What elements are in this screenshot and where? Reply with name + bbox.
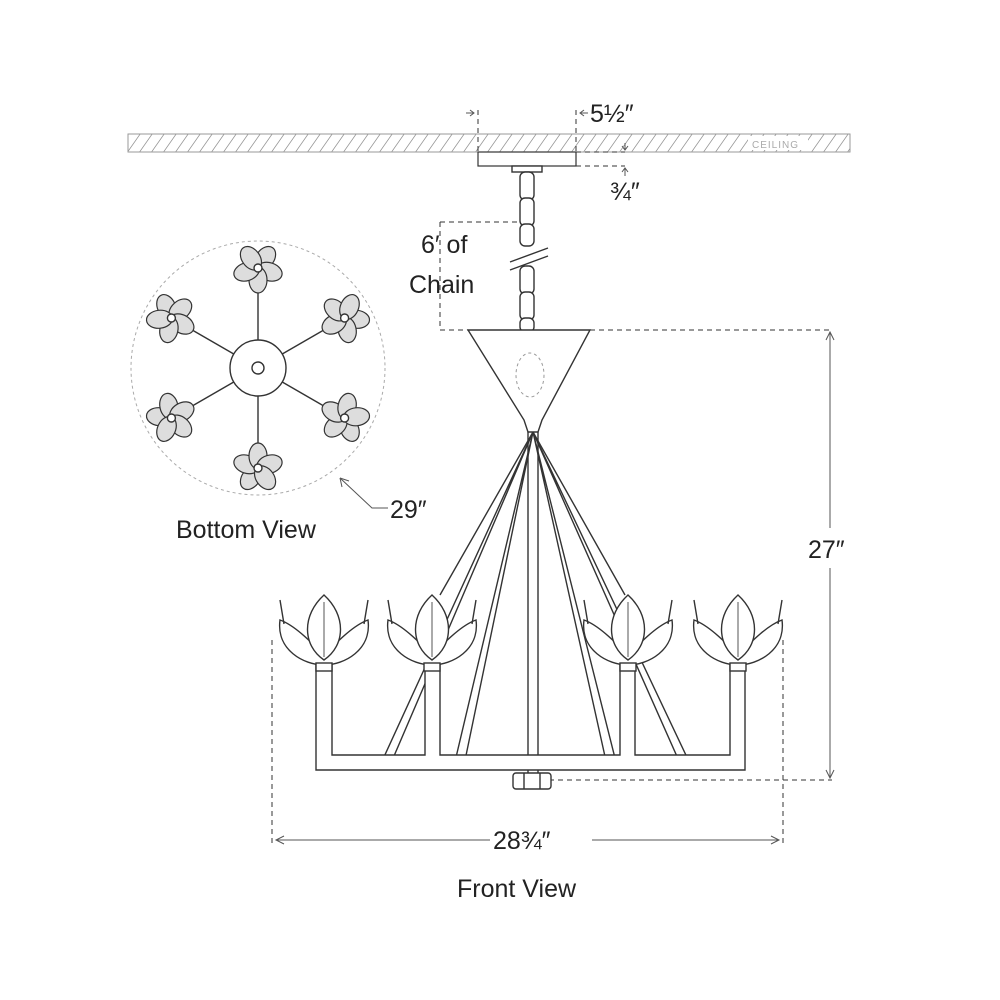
chain [509, 171, 549, 333]
diameter-label: 29″ [390, 496, 427, 524]
tulip-shade [387, 594, 477, 672]
width-label: 28¾″ [493, 827, 551, 855]
bottom-view: 29″ Bottom View [130, 240, 427, 544]
bottom-view-flower [233, 396, 283, 491]
chain-length-dimension: 6′ of Chain [409, 221, 520, 331]
tulip-shades [279, 594, 783, 672]
arms [315, 659, 746, 790]
cone-body [466, 329, 592, 433]
chain-label-line1: 6′ of [421, 231, 467, 259]
width-dimension: 28¾″ Front View [271, 640, 784, 903]
ceiling: CEILING [127, 133, 851, 153]
canopy-width-dimension: 5½″ [466, 100, 634, 152]
bottom-view-flower [145, 294, 235, 355]
tulip-shade [693, 594, 783, 672]
bottom-view-label: Bottom View [176, 516, 317, 544]
bottom-view-flower [145, 381, 235, 442]
tulip-shade [279, 594, 369, 672]
canopy-width-label: 5½″ [590, 100, 634, 128]
height-dimension: 27″ [540, 329, 845, 781]
support-rods [377, 431, 694, 775]
ceiling-label: CEILING [752, 140, 799, 151]
chain-label-line2: Chain [409, 271, 474, 299]
tulip-shade [583, 594, 673, 672]
bottom-view-flower [233, 245, 283, 340]
bottom-view-flower [281, 294, 371, 355]
canopy: ¾″ [477, 143, 640, 206]
canopy-depth-label: ¾″ [610, 178, 640, 206]
height-label: 27″ [808, 536, 845, 564]
bottom-view-flower [281, 381, 371, 442]
front-view-label: Front View [457, 875, 577, 903]
